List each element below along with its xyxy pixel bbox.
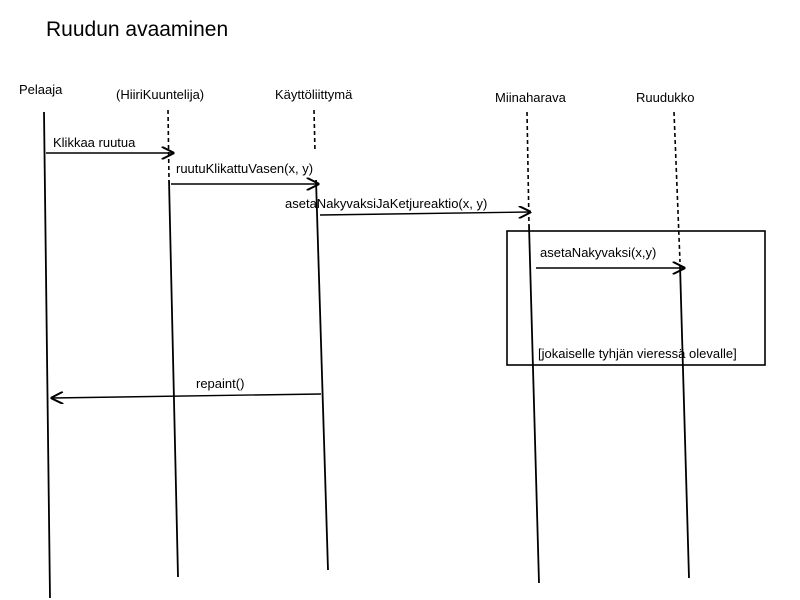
lifeline-kayttoliittyma bbox=[315, 179, 329, 571]
lifeline-hiirikuuntelija bbox=[168, 179, 179, 578]
lifeline-ruudukko-dashed bbox=[673, 111, 681, 263]
actor-miinaharava: Miinaharava bbox=[495, 90, 566, 105]
message-klikkaa-ruutua: Klikkaa ruutua bbox=[53, 135, 136, 150]
message-asetanakyvaksijaketjureaktio: asetaNakyvaksiJaKetjureaktio(x, y) bbox=[285, 196, 488, 211]
loop-guard: [jokaiselle tyhjän vieressä olevalle] bbox=[538, 346, 737, 361]
lifeline-kayttoliittyma-dashed bbox=[313, 109, 316, 153]
arrow-repaint bbox=[52, 394, 322, 398]
actor-hiirikuuntelija: (HiiriKuuntelija) bbox=[116, 87, 205, 102]
lifeline-ruudukko bbox=[679, 264, 690, 579]
lifeline-miinaharava bbox=[528, 224, 540, 584]
lifeline-pelaaja bbox=[43, 111, 51, 599]
actor-ruudukko: Ruudukko bbox=[636, 90, 695, 105]
actor-kayttoliittyma: Käyttöliittymä bbox=[275, 87, 353, 102]
message-ruutuklikattuvasen: ruutuKlikattuVasen(x, y) bbox=[176, 161, 314, 176]
lifeline-hiirikuuntelija-dashed bbox=[167, 109, 170, 181]
message-repaint: repaint() bbox=[196, 376, 245, 391]
diagram-title: Ruudun avaaminen bbox=[46, 18, 229, 41]
arrow-asetanakyvaksijaketjureaktio bbox=[319, 212, 530, 215]
actor-pelaaja: Pelaaja bbox=[19, 82, 63, 97]
loop-frame bbox=[506, 230, 766, 366]
lifeline-miinaharava-dashed bbox=[526, 111, 530, 226]
message-asetanakyvaksi: asetaNakyvaksi(x,y) bbox=[540, 245, 657, 260]
